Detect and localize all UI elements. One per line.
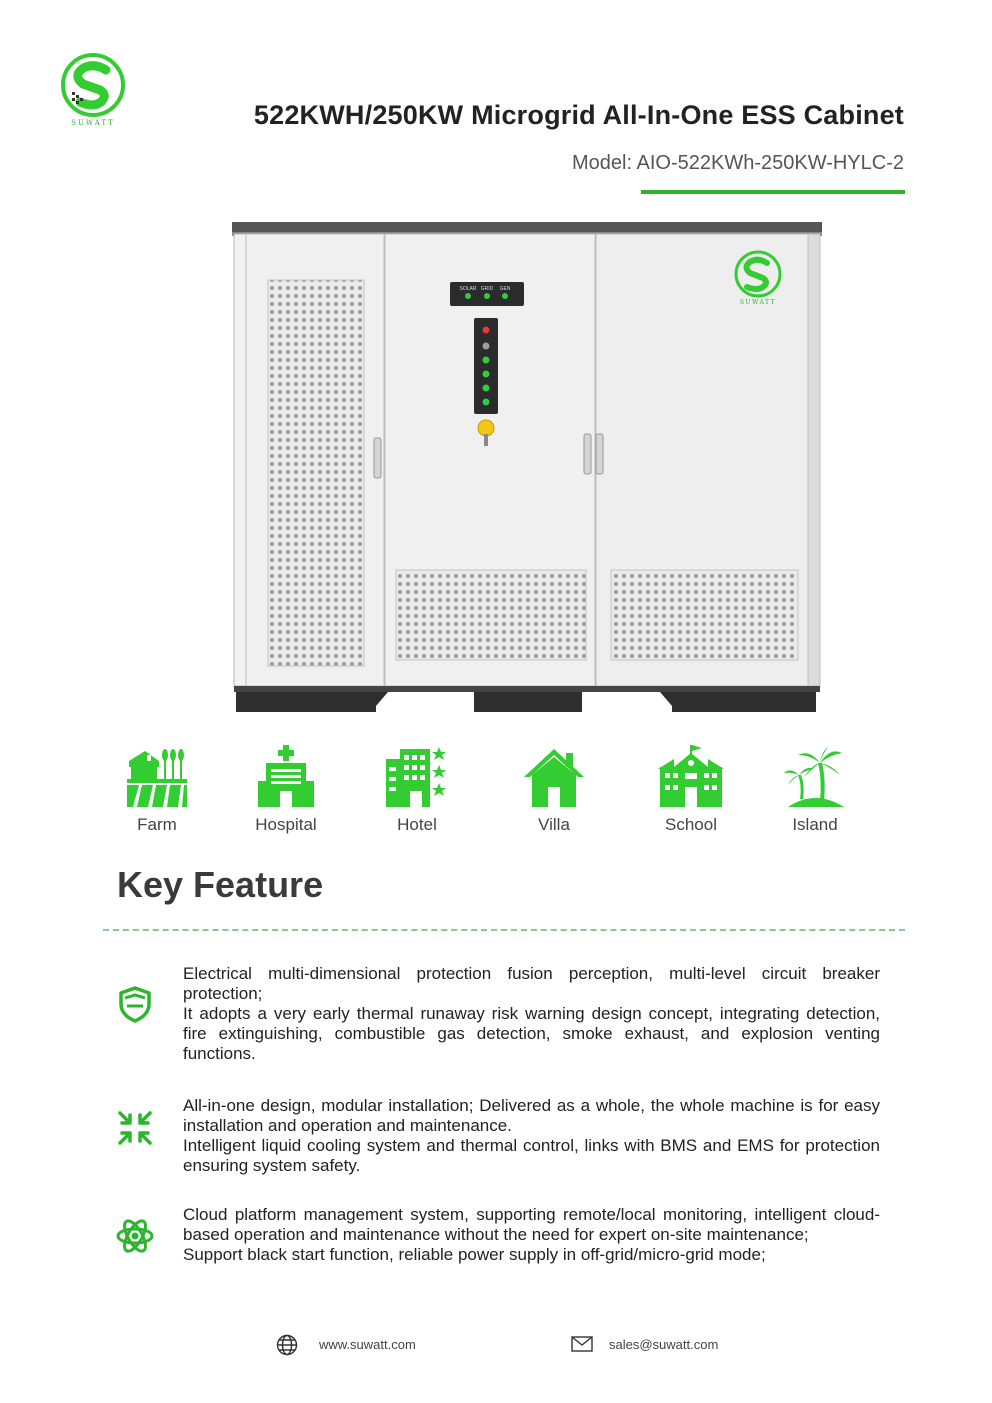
feature-item: Cloud platform management system, suppor…	[183, 1205, 880, 1265]
section-divider	[103, 929, 905, 931]
feature-line: Intelligent liquid cooling system and th…	[183, 1136, 880, 1175]
section-title: Key Feature	[117, 864, 324, 905]
hospital-icon	[258, 745, 314, 807]
scenario-hospital: Hospital	[226, 745, 346, 835]
email-link[interactable]: sales@suwatt.com	[609, 1337, 719, 1352]
scenario-island: Island	[755, 745, 875, 835]
feature-line: All-in-one design, modular installation;…	[183, 1096, 880, 1135]
villa-icon	[524, 749, 584, 807]
scenario-farm: Farm	[97, 745, 217, 835]
island-icon	[784, 747, 844, 807]
scenario-label: Hospital	[255, 815, 317, 834]
cabinet-logo-wordmark: SUWATT	[740, 299, 776, 306]
scenario-label: Island	[792, 815, 838, 834]
model-underline	[641, 190, 905, 194]
scenario-label: Villa	[538, 815, 570, 834]
atom-icon	[115, 1216, 155, 1256]
hotel-icon	[386, 747, 446, 807]
product-image: SOLAR GRID GEN SUWATT	[228, 220, 826, 716]
scenario-label: Farm	[137, 815, 177, 834]
indicator-label-solar: SOLAR	[460, 286, 477, 292]
indicator-label-grid: GRID	[481, 286, 494, 292]
school-icon	[658, 745, 724, 807]
feature-line: Electrical multi-dimensional protection …	[183, 964, 880, 1003]
feature-line: Support black start function, reliable p…	[183, 1245, 766, 1264]
scenario-label: School	[665, 815, 717, 834]
scenario-hotel: Hotel	[357, 745, 477, 835]
feature-line: Cloud platform management system, suppor…	[183, 1205, 880, 1244]
logo-wordmark: SUWATT	[71, 119, 115, 127]
feature-item: Electrical multi-dimensional protection …	[183, 964, 880, 1064]
indicator-label-gen: GEN	[500, 286, 511, 292]
page-title: 522KWH/250KW Microgrid All-In-One ESS Ca…	[253, 100, 904, 130]
mail-icon	[571, 1336, 593, 1357]
website-link[interactable]: www.suwatt.com	[319, 1337, 416, 1352]
scenario-label: Hotel	[397, 815, 437, 834]
suwatt-logo: SUWATT	[56, 52, 130, 128]
shield-icon	[115, 984, 155, 1024]
compress-arrows-icon	[115, 1108, 155, 1148]
feature-line: It adopts a very early thermal runaway r…	[183, 1004, 880, 1063]
globe-icon	[276, 1334, 298, 1361]
feature-item: All-in-one design, modular installation;…	[183, 1096, 880, 1176]
scenario-villa: Villa	[494, 745, 614, 835]
farm-icon	[127, 749, 187, 807]
model-number: Model: AIO-522KWh-250KW-HYLC-2	[572, 152, 904, 174]
scenario-school: School	[631, 745, 751, 835]
